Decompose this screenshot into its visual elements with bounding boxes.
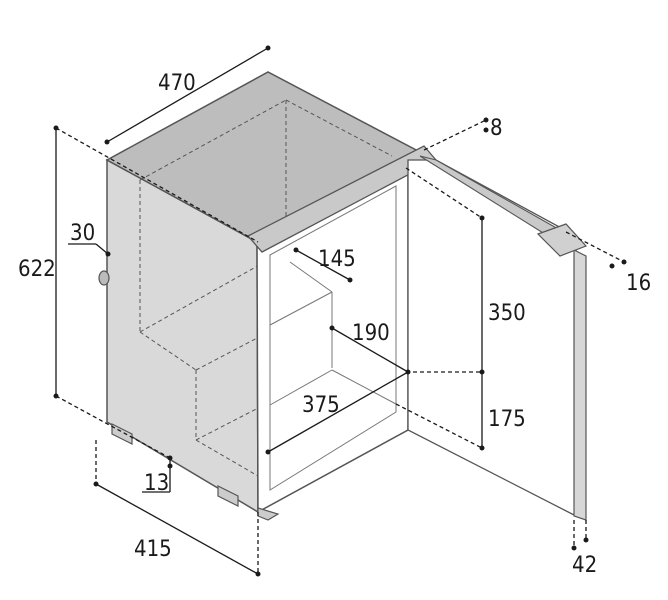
foot-front-left [111,423,133,445]
door-panel [407,159,577,518]
dim-shelf-depth: 190 [352,321,390,346]
dim-inner-width: 375 [302,393,340,418]
dim-lower-compartment: 175 [488,407,526,432]
dim-door-depth: 42 [572,553,597,578]
dimension-endpoints [53,45,627,577]
front-opening [269,185,397,491]
dim-width: 415 [134,537,172,562]
dim-foot: 13 [144,471,169,496]
dim-door-width: 16 [626,271,651,296]
foot-under-door [257,507,280,521]
dim-top-depth: 470 [158,71,196,96]
door-edge [573,249,587,521]
dim-height: 622 [18,257,56,282]
side-knob [98,270,110,286]
dimension-lines [55,47,625,575]
dim-shelf-inner: 145 [318,247,356,272]
dim-side-offset: 30 [70,221,95,246]
dim-upper-compartment: 350 [488,301,526,326]
foot-front-right [217,485,239,507]
dim-door-offset: 8 [490,116,503,141]
door-hinge [536,223,588,257]
